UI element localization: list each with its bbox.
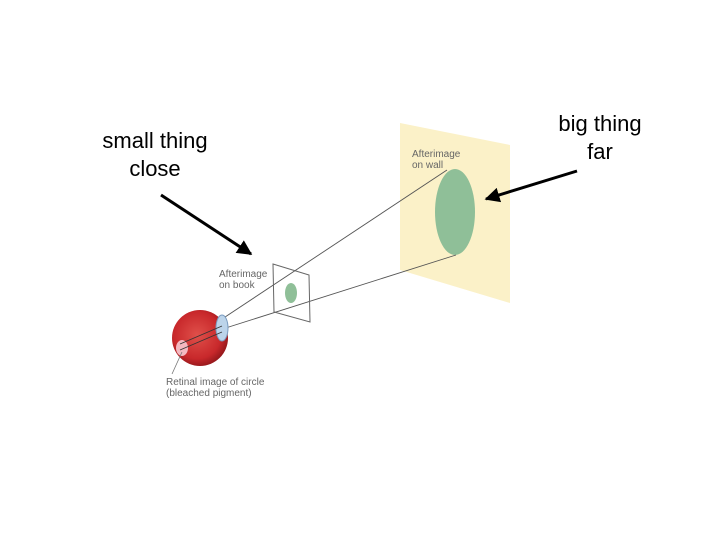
eye (172, 310, 229, 366)
big-thing-far-label: big thing far (558, 111, 642, 164)
projection-line-top (212, 169, 448, 326)
retina-leader-line (171, 351, 183, 375)
book-afterimage (285, 283, 297, 303)
projection-line-bottom (212, 254, 457, 333)
book-caption: Afterimage on book (219, 269, 270, 291)
book-frame (272, 263, 311, 323)
wall-afterimage (435, 169, 475, 255)
wall-caption: Afterimage on wall (412, 149, 463, 171)
arrow-to-wall (484, 169, 578, 203)
small-thing-close-label: small thing close (102, 128, 208, 181)
retina-caption: Retinal image of circle (bleached pigmen… (166, 377, 267, 399)
arrow-to-book (160, 193, 253, 256)
